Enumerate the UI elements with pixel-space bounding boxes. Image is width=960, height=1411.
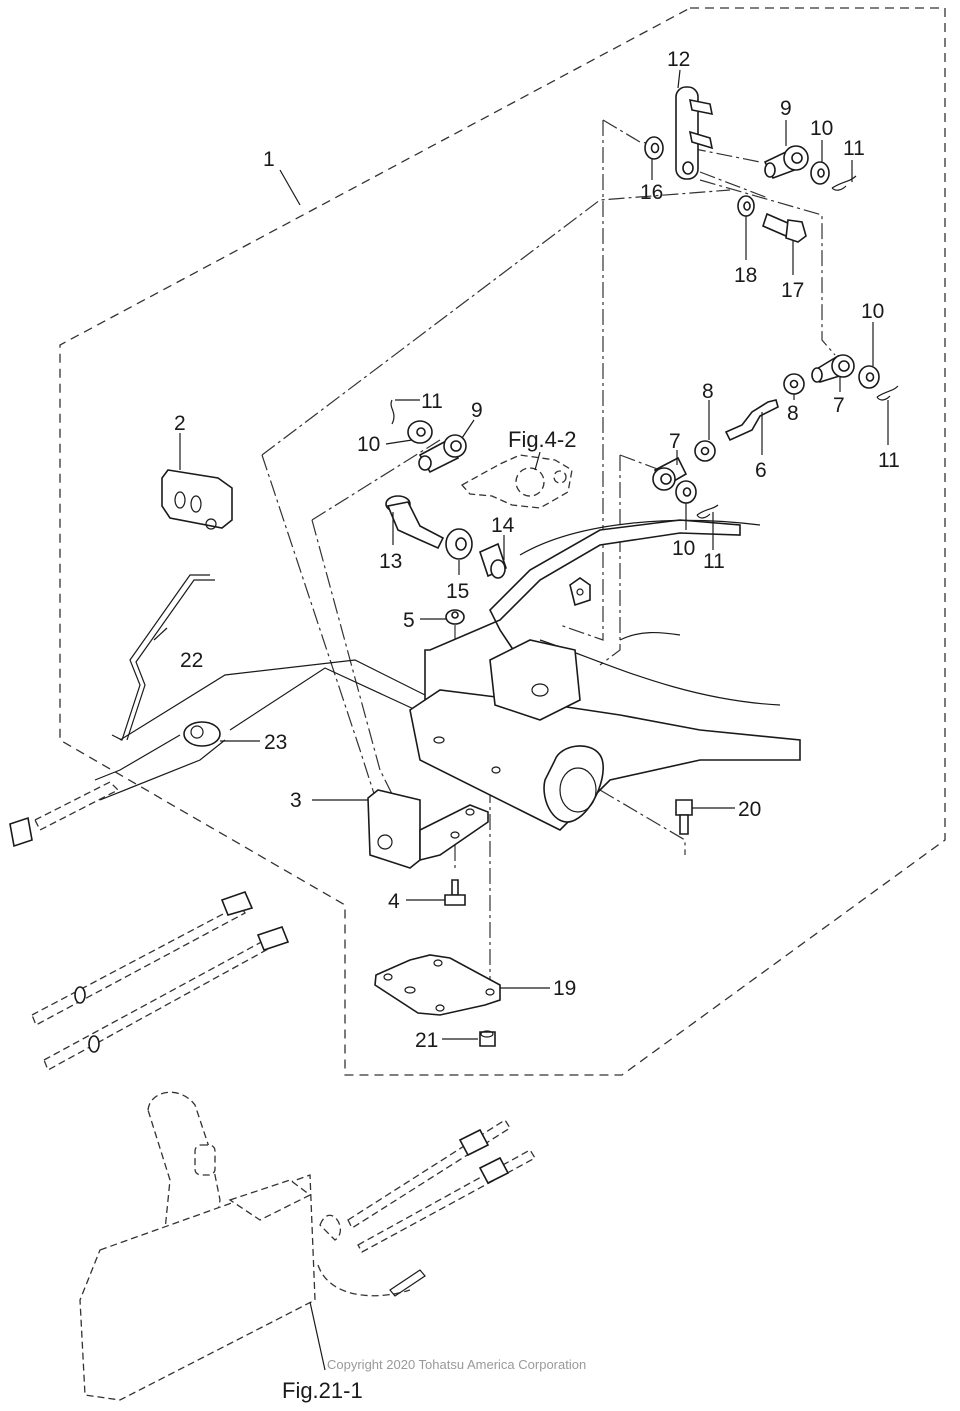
- lever-handle-stub: [9, 781, 120, 848]
- callout-7-right: 7: [833, 394, 845, 417]
- figure-ref-fig-4-2: Fig.4-2: [508, 427, 576, 452]
- callout-9-left: 9: [471, 399, 483, 422]
- part-7-rod-end-left: [652, 456, 688, 491]
- callout-18: 18: [734, 264, 757, 287]
- part-11-clip-right: [876, 385, 899, 401]
- part-12-lever-plate: [675, 86, 714, 180]
- part-10-washer-lower: [675, 480, 697, 504]
- part-15-bearing: [445, 528, 473, 560]
- callout-23: 23: [264, 731, 287, 754]
- part-23-grommet: [183, 721, 221, 747]
- callout-1: 1: [263, 148, 275, 171]
- leader-lines: [153, 69, 889, 1371]
- callout-8-left: 8: [702, 380, 714, 403]
- part-20-bolt: [675, 799, 693, 835]
- control-cables-left: [31, 891, 290, 1071]
- callout-12: 12: [667, 48, 690, 71]
- part-11-clip-upper: [831, 175, 857, 191]
- callout-5: 5: [403, 609, 415, 632]
- part-10-washer-upper: [810, 161, 830, 185]
- callout-11-right: 11: [878, 449, 900, 472]
- callout-10-lower: 10: [672, 537, 695, 560]
- callout-10-right: 10: [861, 300, 884, 323]
- callout-11-upper: 11: [843, 137, 865, 160]
- part-11-clip-lower: [696, 504, 719, 519]
- callout-11-lower: 11: [703, 550, 725, 573]
- part-14-collar: [479, 542, 507, 579]
- part-4-bolt: [444, 879, 466, 906]
- part-7-rod-end-right: [811, 354, 855, 383]
- callout-10-left: 10: [357, 433, 380, 456]
- callout-10-upper: 10: [810, 117, 833, 140]
- part-18-washer: [737, 195, 755, 217]
- callout-7-left: 7: [669, 430, 681, 453]
- callout-13: 13: [379, 550, 402, 573]
- part-10-washer-right: [858, 365, 880, 389]
- callout-8-right: 8: [787, 402, 799, 425]
- callout-14: 14: [491, 514, 515, 537]
- callout-4: 4: [388, 890, 400, 913]
- part-21-nut: [479, 1030, 496, 1047]
- callout-15: 15: [446, 580, 469, 603]
- part-19-mount-plate: [374, 954, 501, 1016]
- assembly-lines: [94, 119, 836, 995]
- callout-9-upper: 9: [780, 97, 792, 120]
- callout-11-left: 11: [421, 390, 443, 413]
- copyright-notice: Copyright 2020 Tohatsu America Corporati…: [327, 1357, 586, 1372]
- callout-6: 6: [755, 459, 767, 482]
- callout-21: 21: [415, 1029, 438, 1052]
- part-10-washer-left: [407, 420, 433, 444]
- callout-19: 19: [553, 977, 576, 1000]
- callout-3: 3: [290, 789, 302, 812]
- callout-labels: 1 2 3 4 5 6 7 7 8 8 9 9 10 10 10 10 11 1…: [174, 48, 900, 1052]
- remote-control-box-fig-21-1: [79, 1091, 536, 1401]
- swivel-bracket-assembly: [409, 519, 801, 831]
- figure-ref-fig-21-1: Fig.21-1: [282, 1378, 363, 1403]
- part-13-shoulder-bolt: [385, 495, 445, 550]
- part-17-bolt: [762, 212, 807, 243]
- callout-22: 22: [180, 649, 203, 672]
- kit-boundary: [59, 7, 946, 1076]
- part-3-cable-bracket: [367, 789, 489, 869]
- part-9-rod-end-left: [418, 434, 467, 474]
- part-8-nut-left: [694, 440, 716, 462]
- callout-17: 17: [781, 279, 804, 302]
- callout-20: 20: [738, 798, 761, 821]
- part-22-link-rod: [111, 574, 215, 741]
- part-8-nut-right: [783, 373, 805, 395]
- callout-2: 2: [174, 412, 186, 435]
- callout-16: 16: [640, 181, 663, 204]
- part-9-rod-end-upper: [763, 145, 809, 179]
- fig-4-2-reference-part: [460, 454, 573, 509]
- part-5-nut: [445, 609, 465, 625]
- part-2-grommet-plate: [161, 469, 233, 530]
- part-16-washer: [644, 136, 664, 160]
- part-6-threaded-rod: [724, 399, 779, 442]
- part-11-clip-left: [390, 399, 395, 425]
